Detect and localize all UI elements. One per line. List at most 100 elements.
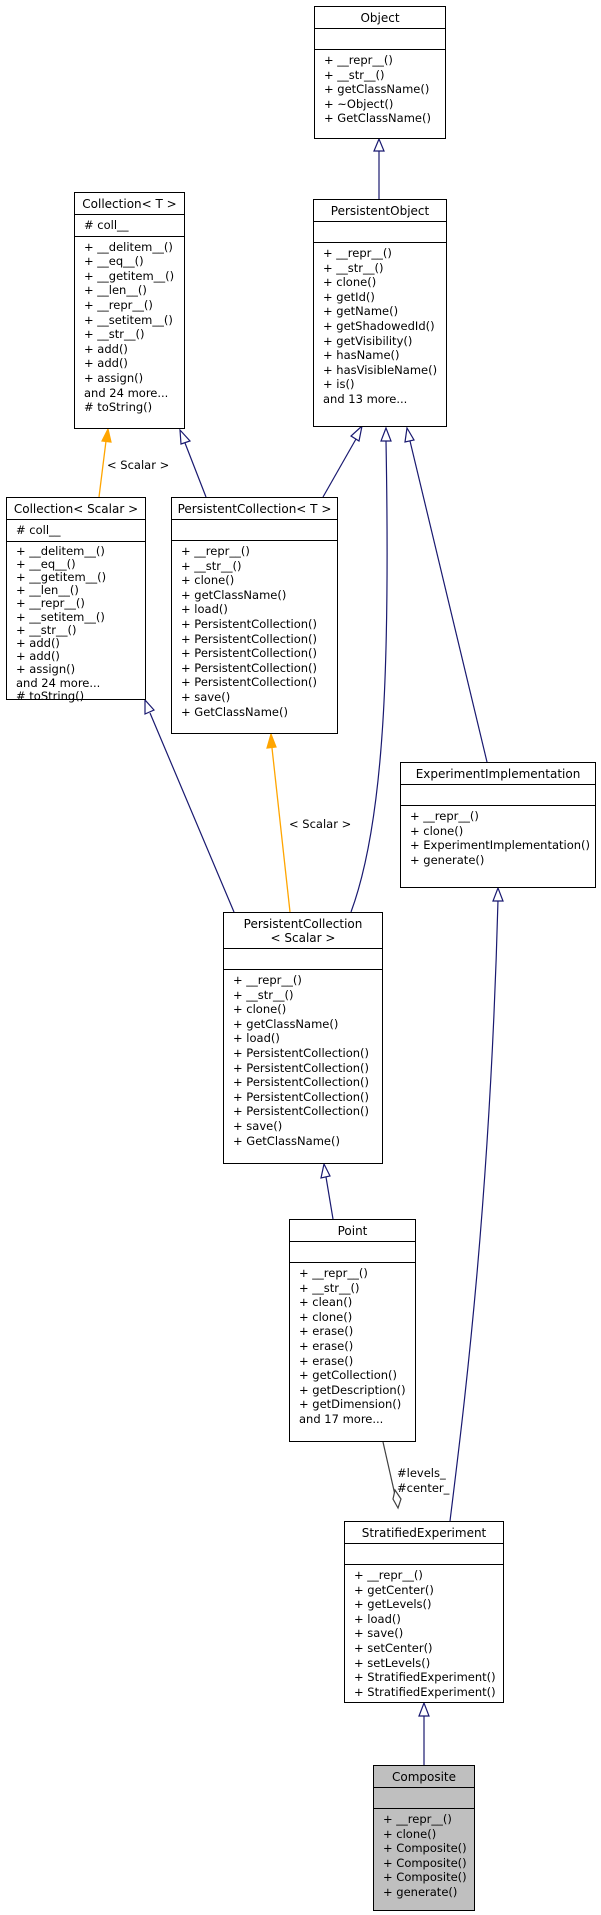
class-title: Collection< Scalar > xyxy=(7,498,145,520)
class-title: Object xyxy=(315,7,445,29)
class-persistent-object[interactable]: PersistentObject + __repr__() + __str__(… xyxy=(313,199,447,427)
edge-point-to-pc-scalar xyxy=(325,1176,334,1220)
method: + clone() xyxy=(181,573,235,588)
class-object[interactable]: Object + __repr__() + __str__() + getCla… xyxy=(314,6,446,139)
method: + GetClassName() xyxy=(233,1133,340,1148)
method: + getClassName() xyxy=(233,1016,339,1031)
method: + getDimension() xyxy=(299,1397,402,1412)
method: + getClassName() xyxy=(181,587,287,602)
method: + __delitem__() xyxy=(16,543,105,558)
methods-section: + __repr__() + __str__() + clone() + get… xyxy=(224,969,382,1151)
method: + getCenter() xyxy=(354,1582,434,1597)
method: + getCollection() xyxy=(299,1368,398,1383)
edge-pc-scalar-to-collection-scalar xyxy=(149,712,235,913)
method: + __eq__() xyxy=(16,556,76,571)
edge-pc-t-to-collection-t xyxy=(184,442,207,498)
method: + assign() xyxy=(84,370,144,385)
method: + __repr__() xyxy=(233,973,302,987)
inherit-arrow-collection-scalar xyxy=(144,698,155,715)
methods-section: + __repr__() + __str__() + getClassName(… xyxy=(315,49,445,129)
method: + __setitem__() xyxy=(16,609,105,624)
class-collection-t[interactable]: Collection< T > # coll__ + __delitem__()… xyxy=(74,192,185,429)
method: + __repr__() xyxy=(181,544,250,558)
class-experiment-implementation[interactable]: ExperimentImplementation + __repr__() + … xyxy=(400,762,596,888)
method: + save() xyxy=(354,1626,404,1641)
method: + assign() xyxy=(16,662,76,677)
method: + clone() xyxy=(383,1826,437,1841)
methods-section: + __repr__() + clone() + Composite() + C… xyxy=(374,1808,474,1903)
methods-section: + __repr__() + __str__() + clean() + clo… xyxy=(290,1262,415,1430)
class-title: PersistentCollection < Scalar > xyxy=(224,913,382,949)
method: + add() xyxy=(84,341,128,356)
method: + PersistentCollection() xyxy=(181,616,318,631)
methods-section: + __repr__() + getCenter() + getLevels()… xyxy=(345,1564,503,1702)
method: + getVisibility() xyxy=(323,333,413,348)
method: + erase() xyxy=(299,1338,354,1353)
method: + __repr__() xyxy=(323,246,392,260)
method: + StratifiedExperiment() xyxy=(354,1684,496,1699)
method: + __repr__() xyxy=(354,1568,423,1582)
method: + Composite() xyxy=(383,1855,467,1870)
method: + erase() xyxy=(299,1353,354,1368)
attribute: # coll__ xyxy=(16,523,61,537)
class-point[interactable]: Point + __repr__() + __str__() + clean()… xyxy=(289,1219,416,1442)
method: + PersistentCollection() xyxy=(181,646,318,661)
method: + clone() xyxy=(299,1309,353,1324)
method: + Composite() xyxy=(383,1841,467,1856)
method: + __setitem__() xyxy=(84,312,173,327)
method: # toString() xyxy=(84,400,153,415)
edge-expimpl-to-persistentobject xyxy=(409,440,488,763)
method: + __getitem__() xyxy=(84,268,175,283)
method: + clone() xyxy=(233,1002,287,1017)
method: + Composite() xyxy=(383,1870,467,1885)
method: + __str__() xyxy=(299,1280,360,1295)
method: + __repr__() xyxy=(324,53,393,67)
method: + __getitem__() xyxy=(16,570,107,584)
method: + __repr__() xyxy=(299,1266,368,1280)
inherit-arrow-persistentobject-1 xyxy=(350,424,363,442)
class-title: StratifiedExperiment xyxy=(345,1522,503,1544)
method: + erase() xyxy=(299,1324,354,1339)
method: + getShadowedId() xyxy=(323,318,435,333)
aggregation-label-center: #center_ xyxy=(397,1481,450,1495)
method: + load() xyxy=(181,602,228,617)
attributes-section xyxy=(172,520,337,540)
class-collection-scalar[interactable]: Collection< Scalar > # coll__ + __delite… xyxy=(6,497,146,703)
method: + hasVisibleName() xyxy=(323,362,438,377)
class-persistent-collection-scalar[interactable]: PersistentCollection < Scalar > + __repr… xyxy=(223,912,383,1164)
class-title: PersistentCollection< T > xyxy=(172,498,337,520)
edge-pc-t-to-persistentobject xyxy=(322,438,357,498)
method: + clone() xyxy=(323,275,377,290)
methods-section: + __delitem__() + __eq__() + __getitem__… xyxy=(7,540,145,706)
method: + __len__() xyxy=(84,283,147,298)
method: + PersistentCollection() xyxy=(233,1060,370,1075)
method: + __repr__() xyxy=(84,297,153,312)
attributes-section xyxy=(374,1788,474,1808)
template-label-scalar-collection: < Scalar > xyxy=(107,458,170,472)
method: + __delitem__() xyxy=(84,239,173,254)
methods-section: + __delitem__() + __eq__() + __getitem__… xyxy=(75,235,184,418)
class-title: Point xyxy=(290,1220,415,1242)
method: + PersistentCollection() xyxy=(233,1089,370,1104)
class-title: ExperimentImplementation xyxy=(401,763,595,785)
method: + load() xyxy=(354,1611,401,1626)
method: + add() xyxy=(84,356,128,371)
attributes-section xyxy=(345,1544,503,1564)
class-stratified-experiment[interactable]: StratifiedExperiment + __repr__() + getC… xyxy=(344,1521,504,1703)
inherit-arrow-persistentobject-3 xyxy=(404,426,415,443)
method: + getDescription() xyxy=(299,1382,406,1397)
edge-collection-scalar-to-collection-t xyxy=(98,440,107,498)
methods-section: + __repr__() + __str__() + clone() + get… xyxy=(172,540,337,722)
methods-section: + __repr__() + __str__() + clone() + get… xyxy=(314,242,446,410)
class-title: Collection< T > xyxy=(75,193,184,215)
method: + is() xyxy=(323,377,355,392)
attributes-section xyxy=(224,949,382,969)
method: + ExperimentImplementation() xyxy=(410,838,591,853)
attribute: # coll__ xyxy=(84,218,129,232)
class-title: Composite xyxy=(374,1766,474,1788)
class-composite[interactable]: Composite + __repr__() + clone() + Compo… xyxy=(373,1765,475,1911)
method: and 24 more... xyxy=(84,385,169,400)
method: + StratifiedExperiment() xyxy=(354,1670,496,1685)
methods-section: + __repr__() + clone() + ExperimentImple… xyxy=(401,805,595,870)
class-persistent-collection-t[interactable]: PersistentCollection< T > + __repr__() +… xyxy=(171,497,338,734)
